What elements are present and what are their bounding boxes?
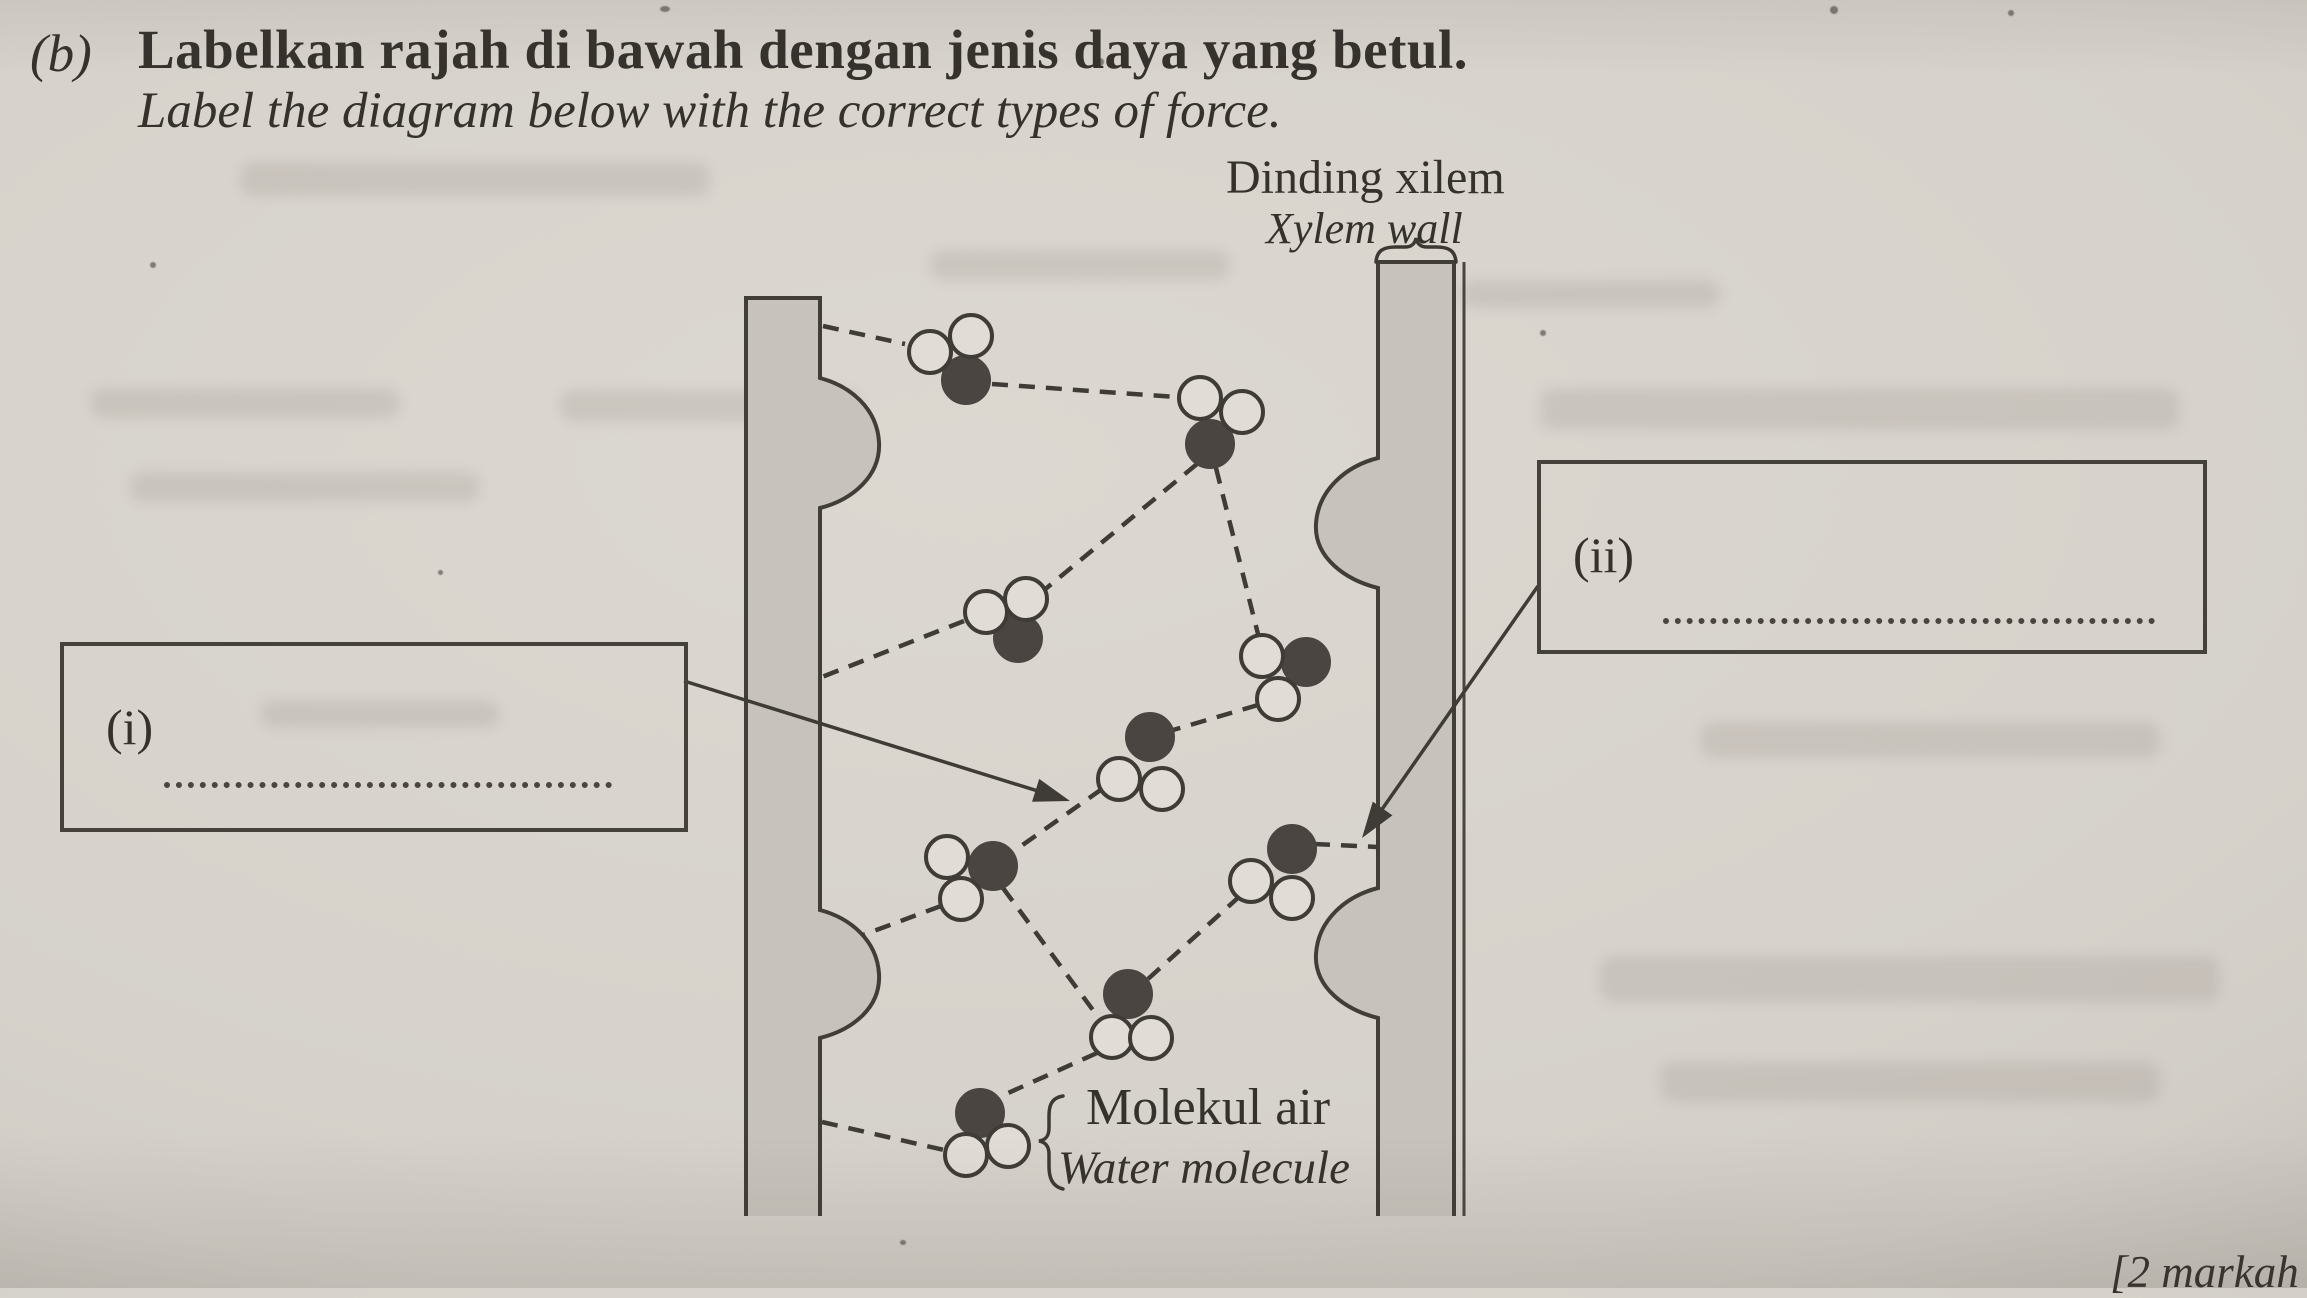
- dust-speck: [1830, 6, 1838, 14]
- xylem-wall-label-english: Xylem wall: [1266, 204, 1463, 253]
- answer-box-ii-label: (ii): [1573, 527, 1635, 583]
- hydrogen-bond: [1172, 702, 1259, 733]
- hydrogen-atom: [963, 589, 1009, 635]
- dust-speck: [660, 6, 670, 12]
- water-molecule: [1089, 969, 1174, 1061]
- hydrogen-bond: [1146, 894, 1242, 981]
- hydrogen-bond: [821, 1119, 945, 1153]
- bleed-through-smudge: [130, 472, 480, 502]
- oxygen-atom: [1267, 824, 1317, 874]
- hydrogen-bond: [1041, 462, 1199, 593]
- hydrogen-atom: [943, 1132, 989, 1178]
- bleed-through-smudge: [90, 388, 400, 418]
- hydrogen-bond: [862, 903, 942, 938]
- answer-box-ii: (ii): [1537, 460, 2207, 654]
- hydrogen-atom: [1089, 1014, 1135, 1060]
- bleed-through-smudge: [1660, 1062, 2160, 1102]
- hydrogen-atom: [1177, 375, 1223, 421]
- oxygen-atom: [1281, 637, 1331, 687]
- oxygen-atom: [1125, 712, 1175, 762]
- hydrogen-bond: [996, 1050, 1098, 1101]
- answer-box-i-dotted-line[interactable]: [164, 782, 612, 788]
- arrow-line: [1377, 584, 1540, 815]
- answer-box-i: (i): [60, 642, 688, 832]
- dust-speck: [1096, 58, 1104, 66]
- xylem-wall-right: [1313, 260, 1456, 1216]
- oxygen-atom: [968, 841, 1018, 891]
- oxygen-atom: [1103, 969, 1153, 1019]
- label-arrow: [683, 679, 1070, 802]
- water-molecule: [907, 313, 994, 405]
- hydrogen-bonds: [821, 323, 1379, 1153]
- hydrogen-atom: [907, 329, 953, 375]
- water-molecule: [1177, 375, 1265, 469]
- bleed-through-smudge: [1600, 956, 2220, 1002]
- dust-speck: [2008, 10, 2014, 16]
- hydrogen-atom: [1239, 633, 1285, 679]
- water-molecule: [924, 834, 1018, 922]
- arrowhead-icon: [1362, 801, 1393, 838]
- label-arrow: [1362, 584, 1540, 838]
- hydrogen-bond: [1313, 841, 1379, 850]
- dust-speck: [900, 1240, 906, 1245]
- hydrogen-atom: [1219, 389, 1265, 435]
- hydrogen-atom: [1269, 875, 1315, 921]
- bleed-through-smudge: [1700, 722, 2160, 758]
- water-molecule: [1228, 824, 1317, 921]
- bleed-through-smudge: [1460, 280, 1720, 308]
- xylem-wall-label-malay: Dinding xilem: [1226, 151, 1505, 204]
- hydrogen-bond: [1001, 886, 1103, 1023]
- brace-icon-xylem-wall: [1374, 237, 1458, 264]
- question-text-malay: Labelkan rajah di bawah dengan jenis day…: [138, 19, 1469, 80]
- question-text-english: Label the diagram below with the correct…: [138, 83, 1282, 139]
- question-label: (b): [30, 25, 92, 83]
- label-arrows: [683, 584, 1540, 838]
- hydrogen-bond: [821, 618, 965, 680]
- hydrogen-bond: [991, 381, 1177, 400]
- water-molecules: [907, 313, 1331, 1178]
- hydrogen-atom: [1139, 766, 1185, 812]
- water-molecule: [1096, 712, 1185, 812]
- bleed-through-smudge: [260, 700, 500, 728]
- brace-icon-water-molecule: [1038, 1094, 1065, 1191]
- answer-box-ii-dotted-line[interactable]: [1663, 618, 2155, 624]
- arrow-line: [683, 679, 1042, 794]
- oxygen-atom: [1185, 419, 1235, 469]
- arrowhead-icon: [1032, 778, 1070, 802]
- water-molecule: [963, 576, 1049, 663]
- hydrogen-atom: [948, 313, 994, 359]
- answer-box-i-label: (i): [106, 699, 154, 755]
- hydrogen-bond: [1012, 787, 1104, 853]
- xylem-wall-left: [744, 296, 882, 1216]
- marks-label: [2 markah: [2110, 1247, 2299, 1297]
- hydrogen-bond: [822, 323, 906, 347]
- bleed-through-smudge: [1540, 388, 2180, 430]
- hydrogen-atom: [1255, 676, 1301, 722]
- hydrogen-atom: [1128, 1015, 1174, 1061]
- hydrogen-atom: [938, 876, 984, 922]
- hydrogen-atom: [1096, 756, 1142, 802]
- water-molecule-label-english: Water molecule: [1058, 1142, 1350, 1194]
- water-molecule: [1239, 633, 1331, 722]
- hydrogen-atom: [924, 834, 970, 880]
- hydrogen-atom: [1228, 858, 1274, 904]
- hydrogen-atom: [1003, 576, 1049, 622]
- dust-speck: [1540, 330, 1546, 336]
- water-molecule: [943, 1088, 1031, 1178]
- dust-speck: [438, 570, 443, 575]
- bleed-through-smudge: [240, 162, 710, 196]
- bleed-through-smudge: [930, 250, 1230, 280]
- dust-speck: [150, 262, 156, 268]
- hydrogen-bond: [1213, 467, 1261, 635]
- hydrogen-atom: [985, 1123, 1031, 1169]
- water-molecule-label-malay: Molekul air: [1086, 1079, 1331, 1136]
